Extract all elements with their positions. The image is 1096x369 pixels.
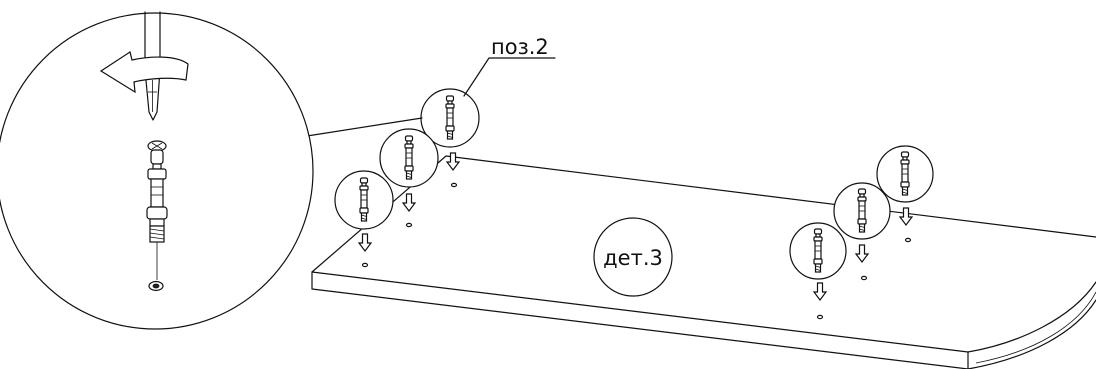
dowel-callout bbox=[876, 145, 934, 203]
arrow-down-icon bbox=[899, 207, 913, 226]
arrow-down-icon bbox=[402, 193, 416, 212]
hole bbox=[450, 182, 458, 188]
part-label: дет.3 bbox=[593, 217, 673, 297]
hole bbox=[904, 237, 912, 243]
arrow-down-icon bbox=[855, 244, 869, 263]
tabletop-panel bbox=[311, 155, 1096, 369]
hole bbox=[860, 275, 868, 281]
panel-holes bbox=[361, 182, 912, 320]
hole bbox=[816, 314, 824, 320]
arrow-down-icon bbox=[813, 282, 827, 301]
dowel-callout bbox=[833, 182, 891, 240]
position-label-text: поз.2 bbox=[491, 35, 549, 59]
dowel-callout bbox=[379, 128, 439, 188]
arrow-down-icon bbox=[446, 152, 460, 171]
hole bbox=[405, 222, 413, 228]
dowel-detail bbox=[146, 140, 168, 292]
part-label-text: дет.3 bbox=[603, 246, 663, 270]
dowel-callout bbox=[789, 222, 847, 280]
arrow-down-icon bbox=[358, 233, 372, 252]
position-label: поз.2 bbox=[463, 35, 556, 97]
rotation-arrow-icon bbox=[99, 51, 189, 94]
dowel-callout bbox=[334, 170, 394, 230]
hole bbox=[361, 262, 369, 268]
detail-magnifier bbox=[0, 11, 423, 330]
